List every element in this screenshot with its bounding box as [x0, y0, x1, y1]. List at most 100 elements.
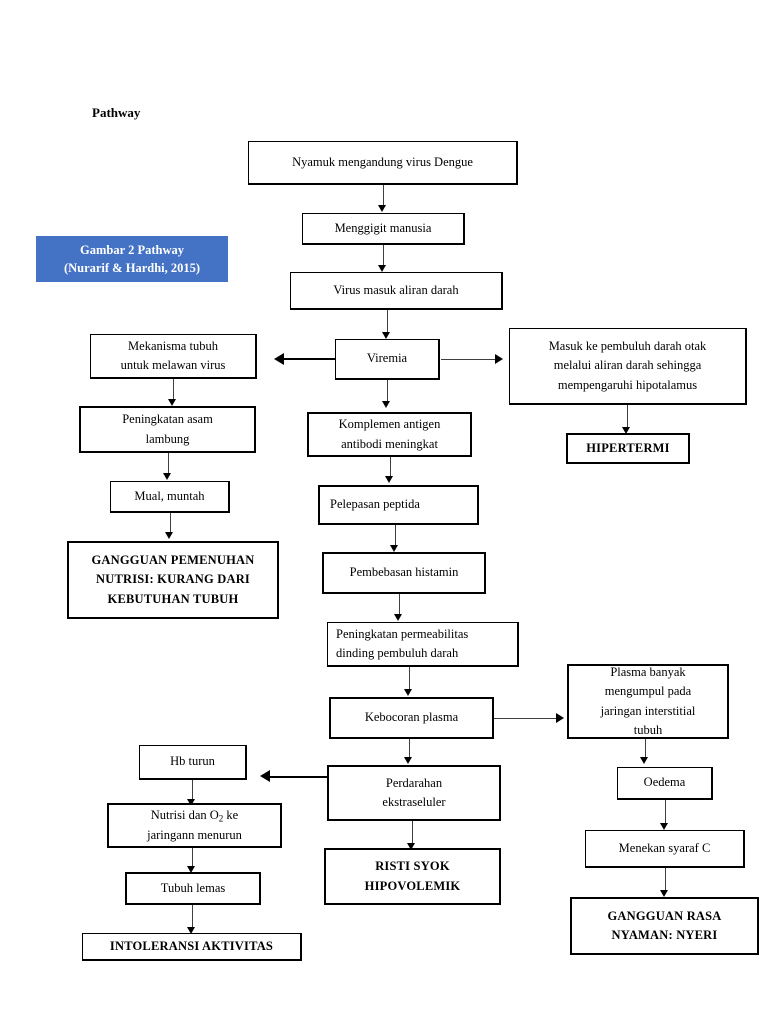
connector-n1-n2 [383, 185, 384, 207]
arrowhead-n3-n4 [382, 332, 390, 339]
node-gangguan-rasa-nyaman-nyeri[interactable]: GANGGUAN RASA NYAMAN: NYERI [570, 897, 759, 955]
connector-n6-n7 [627, 405, 628, 429]
node-label-line-2: antibodi meningkat [341, 436, 438, 451]
arrowhead-n17-n18 [660, 823, 668, 830]
nutrisi-suffix: ke [223, 807, 239, 822]
node-oedema[interactable]: Oedema [617, 767, 713, 800]
node-label-line-2: melalui aliran darah sehingga [553, 358, 702, 373]
arrowhead-n9-n10 [165, 532, 173, 539]
connector-n5-n8 [173, 379, 174, 401]
arrowhead-n24-n25 [187, 927, 195, 934]
connector-n4-n5 [284, 358, 336, 360]
arrowhead-n23-n24 [187, 866, 195, 873]
node-intoleransi-aktivitas[interactable]: INTOLERANSI AKTIVITAS [82, 933, 302, 961]
node-label-line-1: GANGGUAN PEMENUHAN [91, 552, 255, 567]
node-label-line-1: Nutrisi dan O2 ke [147, 806, 242, 826]
arrowhead-n13-n14 [394, 614, 402, 621]
arrowhead-n4-n5 [274, 353, 284, 365]
arrowhead-n18-n19 [660, 890, 668, 897]
connector-n22-n23 [192, 780, 193, 801]
node-label: HIPERTERMI [586, 440, 670, 455]
node-label-line-4: tubuh [633, 722, 663, 737]
arrowhead-n14-n15 [404, 689, 412, 696]
o2-subscript: 2 [218, 812, 224, 823]
connector-n18-n19 [665, 868, 666, 892]
nutrisi-prefix: Nutrisi dan O [150, 807, 219, 822]
node-label: Pelepasan peptida [330, 497, 420, 512]
node-label: Mual, muntah [134, 488, 205, 503]
figure-caption-chip: Gambar 2 Pathway (Nurarif & Hardhi, 2015… [36, 236, 228, 282]
node-mual-muntah[interactable]: Mual, muntah [110, 481, 230, 513]
node-mekanisma-tubuh-melawan-virus[interactable]: Mekanisma tubuh untuk melawan virus [90, 334, 257, 379]
node-label-line-1: GANGGUAN RASA [607, 908, 722, 923]
node-pelepasan-peptida[interactable]: Pelepasan peptida [318, 485, 479, 525]
arrowhead-n15-n16 [556, 713, 564, 723]
connector-n15-n16 [494, 718, 557, 719]
node-masuk-ke-pembuluh-darah-otak[interactable]: Masuk ke pembuluh darah otak melalui ali… [509, 328, 747, 405]
connector-n15-n20 [409, 739, 410, 759]
node-label-line-2: jaringann menurun [147, 827, 242, 842]
node-label: Pembebasan histamin [349, 565, 459, 580]
connector-n8-n9 [168, 453, 169, 475]
node-label-line-2: untuk melawan virus [120, 358, 226, 372]
node-tubuh-lemas[interactable]: Tubuh lemas [125, 872, 261, 905]
node-menekan-syaraf-c[interactable]: Menekan syaraf C [585, 830, 745, 868]
connector-n9-n10 [170, 513, 171, 535]
node-label-line-2: lambung [145, 431, 190, 446]
arrowhead-n4-n6 [495, 354, 503, 364]
node-label-line-2: ekstraseluler [382, 795, 446, 809]
node-label: Nyamuk mengandung virus Dengue [292, 154, 473, 169]
node-label: Menekan syaraf C [618, 840, 711, 855]
connector-n24-n25 [192, 905, 193, 929]
arrowhead-n2-n3 [378, 265, 386, 272]
node-label-line-2: NYAMAN: NYERI [611, 928, 718, 942]
arrowhead-n8-n9 [163, 473, 171, 480]
node-label-line-1: Peningkatan permeabilitas [336, 626, 469, 641]
node-label: Tubuh lemas [160, 880, 226, 895]
caption-line-1: Gambar 2 Pathway [80, 242, 184, 257]
node-label-line-3: mempengaruhi hipotalamus [557, 377, 698, 392]
arrowhead-n11-n12 [385, 476, 393, 483]
node-menggigit-manusia[interactable]: Menggigit manusia [302, 213, 465, 245]
connector-n11-n12 [390, 457, 391, 478]
connector-n4-n11 [387, 380, 388, 404]
node-hb-turun[interactable]: Hb turun [139, 745, 247, 780]
node-viremia[interactable]: Viremia [335, 339, 440, 380]
node-komplemen-antigen-antibodi[interactable]: Komplemen antigen antibodi meningkat [307, 412, 472, 457]
node-peningkatan-permeabilitas[interactable]: Peningkatan permeabilitas dinding pembul… [327, 622, 519, 667]
node-gangguan-pemenuhan-nutrisi[interactable]: GANGGUAN PEMENUHAN NUTRISI: KURANG DARI … [67, 541, 279, 619]
connector-n16-n17 [645, 739, 646, 759]
connector-n2-n3 [383, 245, 384, 268]
node-label-line-2: dinding pembuluh darah [336, 646, 459, 660]
node-label-line-1: Masuk ke pembuluh darah otak [548, 338, 707, 353]
connector-n4-n6 [441, 359, 496, 360]
node-label: Viremia [366, 351, 408, 366]
node-nutrisi-dan-o2-ke-jaringan-menurun[interactable]: Nutrisi dan O2 ke jaringann menurun [107, 803, 282, 848]
node-label-line-2: NUTRISI: KURANG DARI [95, 572, 250, 587]
node-perdarahan-ekstraseluler[interactable]: Perdarahan ekstraseluler [327, 765, 501, 821]
node-label-line-1: Perdarahan [385, 775, 443, 790]
arrowhead-n22-n23 [187, 799, 195, 806]
connector-n13-n14 [399, 594, 400, 616]
arrowhead-n12-n13 [390, 545, 398, 552]
node-pembebasan-histamin[interactable]: Pembebasan histamin [322, 552, 486, 594]
node-nyamuk-mengandung-virus-dengue[interactable]: Nyamuk mengandung virus Dengue [248, 141, 518, 185]
node-label-line-1: Komplemen antigen [338, 417, 441, 432]
node-label: Hb turun [170, 754, 215, 769]
node-label: INTOLERANSI AKTIVITAS [109, 938, 274, 953]
node-plasma-banyak-mengumpul[interactable]: Plasma banyak mengumpul pada jaringan in… [567, 664, 729, 739]
arrowhead-n15-n20 [404, 757, 412, 764]
node-hipertermi[interactable]: HIPERTERMI [566, 433, 690, 464]
node-label: Menggigit manusia [334, 220, 432, 235]
node-label-line-3: jaringan interstitial [600, 703, 696, 718]
arrowhead-n4-n11 [382, 401, 390, 408]
node-peningkatan-asam-lambung[interactable]: Peningkatan asam lambung [79, 406, 256, 453]
node-virus-masuk-aliran-darah[interactable]: Virus masuk aliran darah [290, 272, 503, 310]
connector-n20-n21 [412, 821, 413, 845]
node-label-line-1: RISTI SYOK [375, 859, 450, 874]
node-label-line-1: Plasma banyak [610, 664, 686, 679]
node-risti-syok-hipovolemik[interactable]: RISTI SYOK HIPOVOLEMIK [324, 848, 501, 905]
node-kebocoran-plasma[interactable]: Kebocoran plasma [329, 697, 494, 739]
arrowhead-n1-n2 [378, 205, 386, 212]
